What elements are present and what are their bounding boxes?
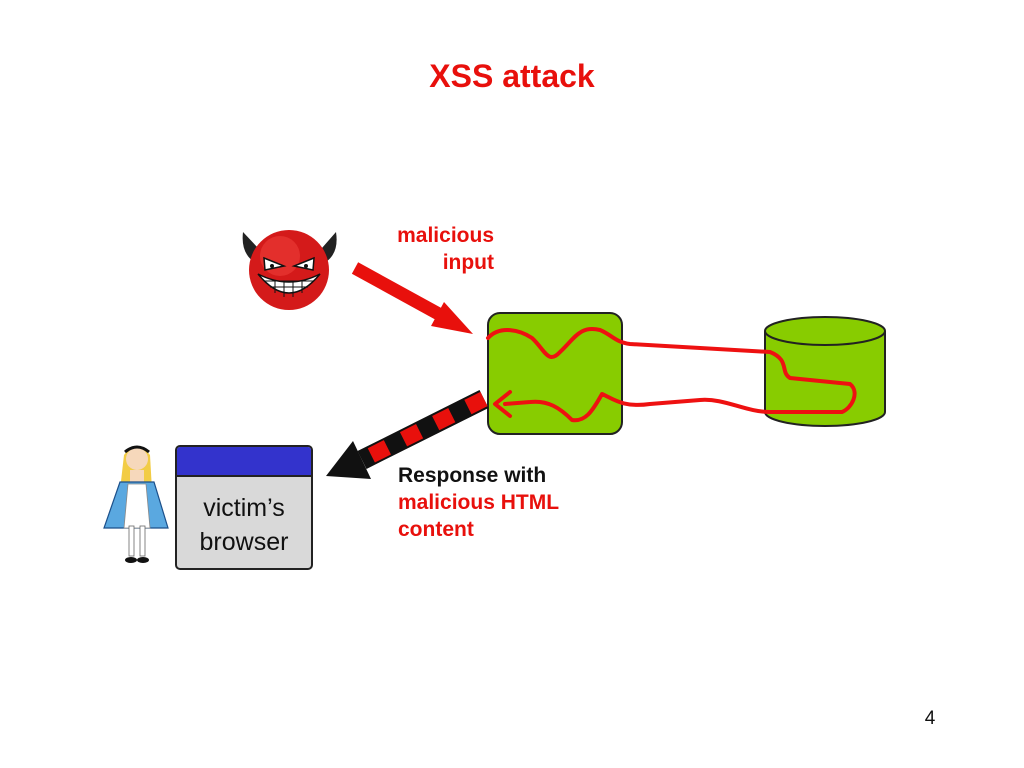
malicious-data-path — [486, 326, 857, 423]
response-label: Response with malicious HTML content — [398, 462, 618, 543]
malicious-input-label-line2: input — [442, 251, 494, 274]
database-cylinder-icon — [764, 316, 886, 427]
victim-browser-label-line1: victim’s — [203, 494, 285, 522]
malicious-input-label: malicious input — [388, 222, 494, 276]
response-label-line2: malicious HTML — [398, 491, 560, 514]
page-number: 4 — [924, 708, 936, 729]
malicious-input-arrow — [351, 262, 473, 334]
malicious-input-label-line1: malicious — [397, 224, 494, 247]
slide-title: XSS attack — [429, 58, 595, 94]
malicious-response-arrow — [326, 390, 489, 479]
browser-title-bar — [177, 447, 311, 477]
devil-face-icon — [242, 230, 337, 310]
response-label-line1: Response with — [398, 464, 547, 487]
victim-browser-label: victim’s browser — [177, 477, 311, 559]
response-label-line3: content — [398, 518, 474, 541]
return-arrowhead — [493, 390, 512, 418]
alice-character-icon — [103, 445, 169, 563]
victim-browser-window: victim’s browser — [175, 445, 313, 570]
victim-browser-label-line2: browser — [199, 528, 289, 556]
